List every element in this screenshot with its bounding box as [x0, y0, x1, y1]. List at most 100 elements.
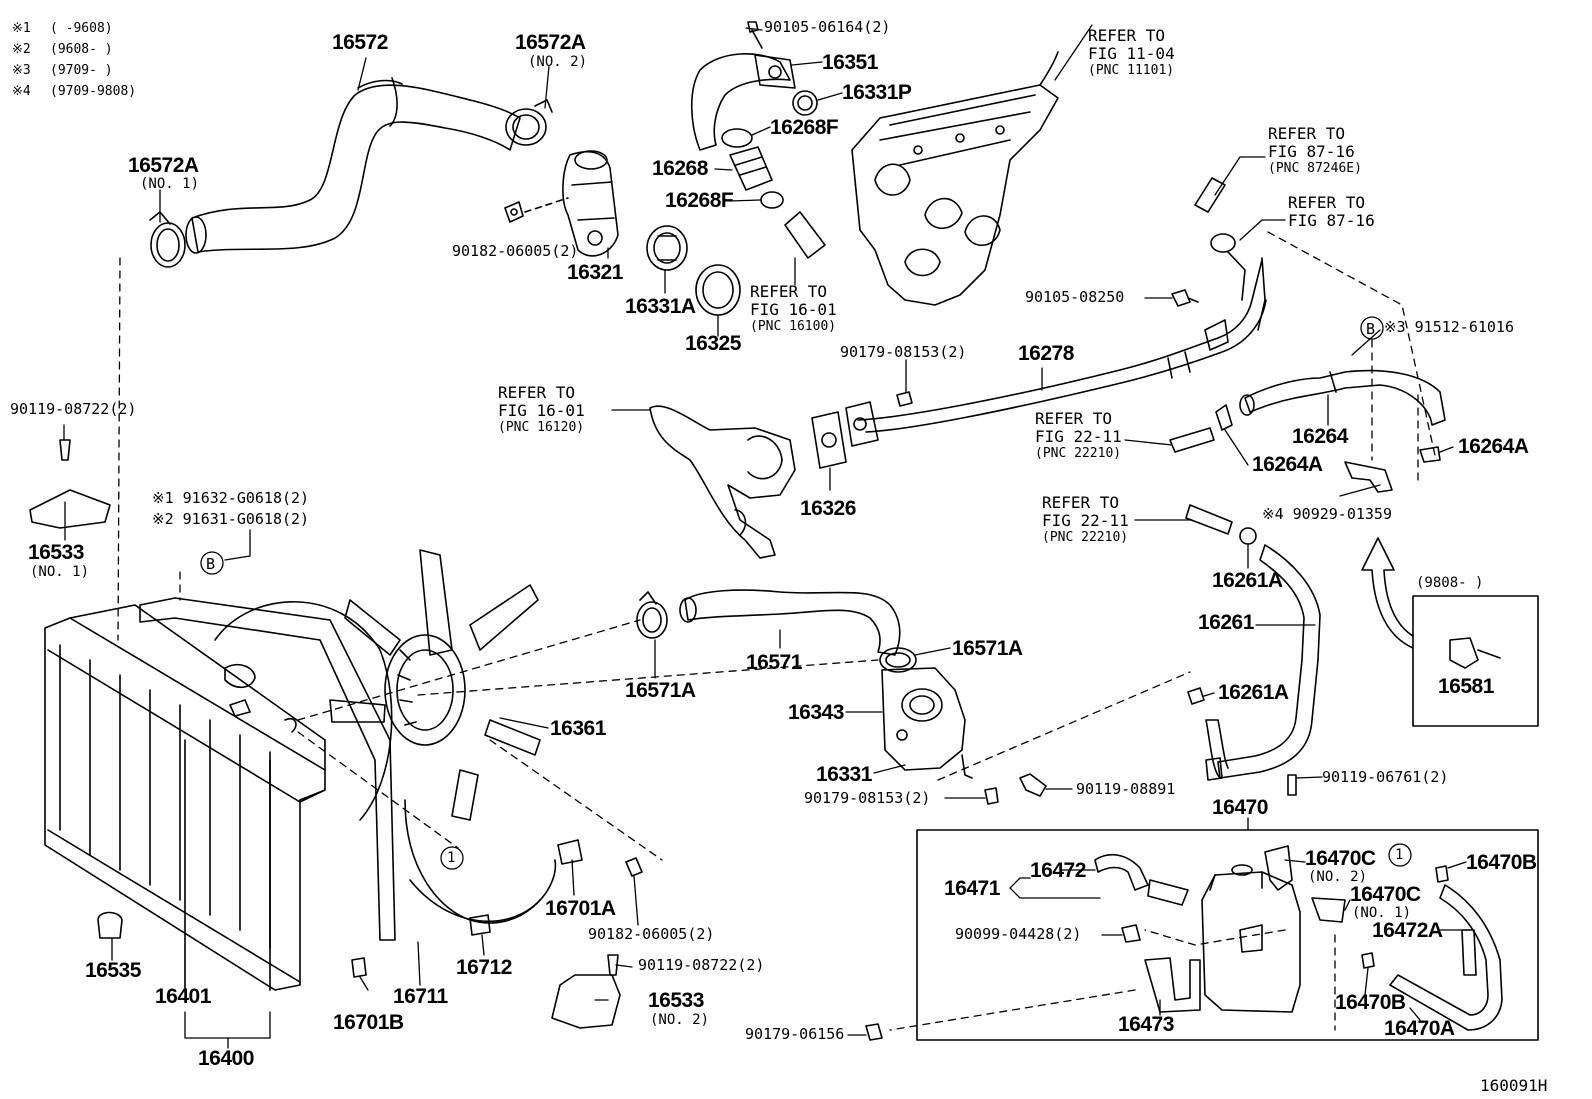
- hose-stub-22210-b: [1185, 504, 1257, 545]
- label-16264A-right: 16264A: [1458, 435, 1529, 458]
- upper-radiator-hose-16572: [185, 77, 521, 254]
- water-inlet-housing-16343: [881, 667, 973, 779]
- label-16712: 16712: [456, 956, 512, 979]
- note-no1-left: (NO. 1): [140, 176, 200, 192]
- callout-circles: [200, 316, 1412, 870]
- label-16572: 16572: [332, 31, 388, 54]
- note-no2-16470C: (NO. 2): [1308, 869, 1368, 885]
- label-16470: 16470: [1212, 796, 1268, 819]
- label-91631-G0618: ※2 91631-G0618(2): [152, 510, 310, 528]
- shroud-clip-16701A: [557, 839, 583, 865]
- figure-id: 160091H: [1480, 1076, 1548, 1095]
- label-16473: 16473: [1118, 1013, 1174, 1036]
- label-16581: 16581: [1438, 675, 1494, 698]
- label-16472: 16472: [1030, 859, 1086, 882]
- hose-clamp-16572A-no1: [149, 211, 186, 268]
- shroud-16712: [469, 914, 491, 936]
- hose-16472: [1094, 853, 1189, 906]
- label-16331: 16331: [816, 763, 872, 786]
- bypass-pipe-16268: [729, 146, 773, 191]
- gasket-16326: [811, 411, 847, 469]
- label-16572A-top: 16572A: [515, 31, 586, 54]
- reservoir-tank-16471: [1201, 864, 1301, 1013]
- label-90929-01359: ※4 90929-01359: [1262, 505, 1392, 523]
- note-no1-16533: (NO. 1): [30, 564, 90, 580]
- label-90105-06164: 90105-06164(2): [764, 18, 891, 36]
- legend-row-2: ※2(9608- ): [12, 42, 113, 57]
- marker-b-left: B: [206, 555, 216, 573]
- label-16471: 16471: [944, 877, 1000, 900]
- bolt-90182-06005-top: [504, 197, 569, 223]
- label-16268F-b: 16268F: [665, 189, 734, 212]
- label-16533-low: 16533: [648, 989, 704, 1012]
- label-16331A: 16331A: [625, 295, 696, 318]
- legend-row-4: ※4(9709-9808): [12, 84, 137, 99]
- refer-fig-87-16-b: REFER TO FIG 87-16: [1288, 193, 1375, 231]
- label-16343: 16343: [788, 701, 844, 724]
- lower-hose-16571: [679, 589, 901, 656]
- marker-one-tank: 1: [1395, 847, 1404, 863]
- bypass-elbow-16351: [690, 53, 796, 151]
- o-ring-16331P: [792, 90, 818, 116]
- bolt-90179-08153-low: [984, 787, 999, 805]
- bracket-16470C-no2: [1264, 845, 1293, 891]
- thermostat-16331A: [646, 225, 688, 271]
- hose-16470A: [1389, 884, 1503, 1031]
- marker-b-right: B: [1366, 320, 1376, 338]
- refer-fig-87-16-a: REFER TO FIG 87-16 (PNC 87246E): [1268, 124, 1362, 176]
- note-no2-top: (NO. 2): [528, 54, 588, 70]
- label-16701B: 16701B: [333, 1011, 404, 1034]
- clamp-16571A-right: [879, 647, 917, 673]
- bolt-90179-08153-mid: [896, 391, 913, 407]
- label-16331P: 16331P: [842, 81, 912, 104]
- label-16533-top: 16533: [28, 541, 84, 564]
- hose-16261: [1187, 544, 1321, 781]
- label-16470A: 16470A: [1384, 1017, 1455, 1040]
- refer-fig-22-11-b: REFER TO FIG 22-11 (PNC 22210): [1042, 493, 1129, 545]
- label-16572A-left: 16572A: [128, 154, 199, 177]
- note-9808: (9808- ): [1416, 575, 1484, 591]
- label-16470B-low: 16470B: [1335, 991, 1406, 1014]
- label-16278: 16278: [1018, 342, 1074, 365]
- radiator-core-16401: [184, 739, 271, 991]
- refer-fig-11-04: REFER TO FIG 11-04 (PNC 11101): [1088, 26, 1175, 78]
- label-16400: 16400: [198, 1047, 254, 1070]
- label-16351: 16351: [822, 51, 878, 74]
- date-range-legend: ※1( -9608) ※2(9608- ) ※3(9709- ) ※4(9709…: [12, 18, 136, 102]
- clamp-16571A-left: [636, 591, 668, 639]
- bolt-90105-06164: [747, 21, 763, 49]
- label-90119-06761: 90119-06761(2): [1322, 768, 1449, 786]
- bracket-16533-no1: [29, 439, 111, 529]
- label-16261A-b: 16261A: [1218, 681, 1289, 704]
- label-16472A: 16472A: [1372, 919, 1443, 942]
- bracket-16470C-no1: [1311, 897, 1346, 923]
- bolt-90099-04428: [1121, 924, 1141, 943]
- label-90099-04428: 90099-04428(2): [955, 925, 1082, 943]
- label-16264A-left: 16264A: [1252, 453, 1323, 476]
- refer-fig-22-11-a: REFER TO FIG 22-11 (PNC 22210): [1035, 409, 1122, 461]
- label-16701A: 16701A: [545, 897, 616, 920]
- label-16325: 16325: [685, 332, 741, 355]
- heater-hose-stub: [1194, 177, 1266, 331]
- label-90179-08153-mid: 90179-08153(2): [840, 343, 967, 361]
- bolt-90105-08250: [1171, 289, 1199, 307]
- label-91632-G0618: ※1 91632-G0618(2): [152, 489, 310, 507]
- label-16571A-right: 16571A: [952, 637, 1023, 660]
- o-ring-16268F-upper: [721, 128, 753, 148]
- leader-lines: [63, 24, 1469, 1049]
- hose-clamp-16572A-no2: [505, 99, 553, 146]
- hose-stub-22210-a: [1169, 427, 1215, 453]
- legend-row-1: ※1( -9608): [12, 21, 113, 36]
- fan-16361: [329, 549, 541, 821]
- hose-16264: [1239, 369, 1446, 426]
- label-90119-08722-top: 90119-08722(2): [10, 400, 137, 418]
- label-16470C-a: 16470C: [1305, 847, 1376, 870]
- bracket-90929-01359: [1344, 461, 1393, 493]
- shroud-clip-16701B: [351, 957, 367, 978]
- label-90105-08250: 90105-08250: [1025, 288, 1125, 306]
- inset-box-16581: [1361, 537, 1539, 727]
- bolt-90119-06761: [1287, 774, 1297, 796]
- clamp-16264A-left: [1215, 404, 1233, 431]
- reservoir-box-16470: [916, 829, 1539, 1041]
